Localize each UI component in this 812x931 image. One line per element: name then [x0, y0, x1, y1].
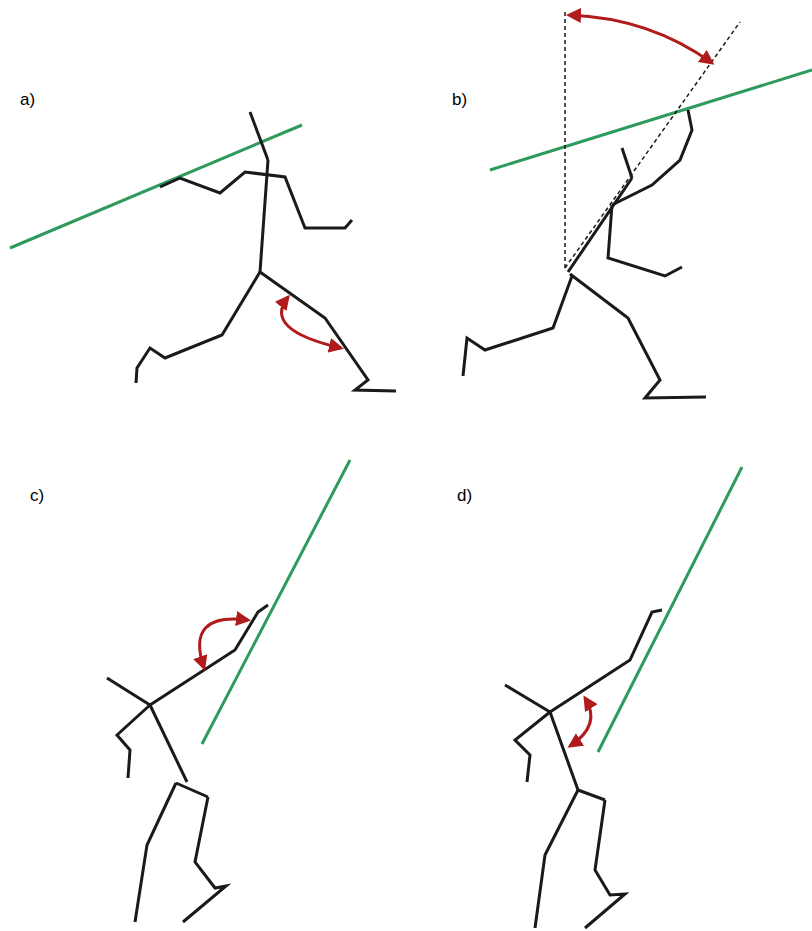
stick-figure	[107, 605, 268, 922]
panel-label: c)	[30, 487, 44, 504]
vertical-reference	[564, 12, 566, 268]
angle-arrow	[200, 619, 248, 668]
stick-figure	[505, 610, 662, 928]
javelin-line	[490, 70, 812, 170]
javelin-line	[598, 467, 742, 752]
javelin-line	[202, 460, 350, 744]
panel-label: d)	[457, 487, 472, 504]
angle-arrow	[569, 15, 712, 63]
stick-figure	[463, 110, 706, 398]
panel-label: b)	[452, 91, 467, 108]
javelin-line	[10, 125, 302, 248]
panel-label: a)	[20, 91, 35, 108]
angle-arrow	[282, 297, 341, 348]
trunk-axis	[565, 22, 740, 268]
angle-arrow	[570, 698, 591, 746]
stick-figure	[136, 112, 396, 391]
